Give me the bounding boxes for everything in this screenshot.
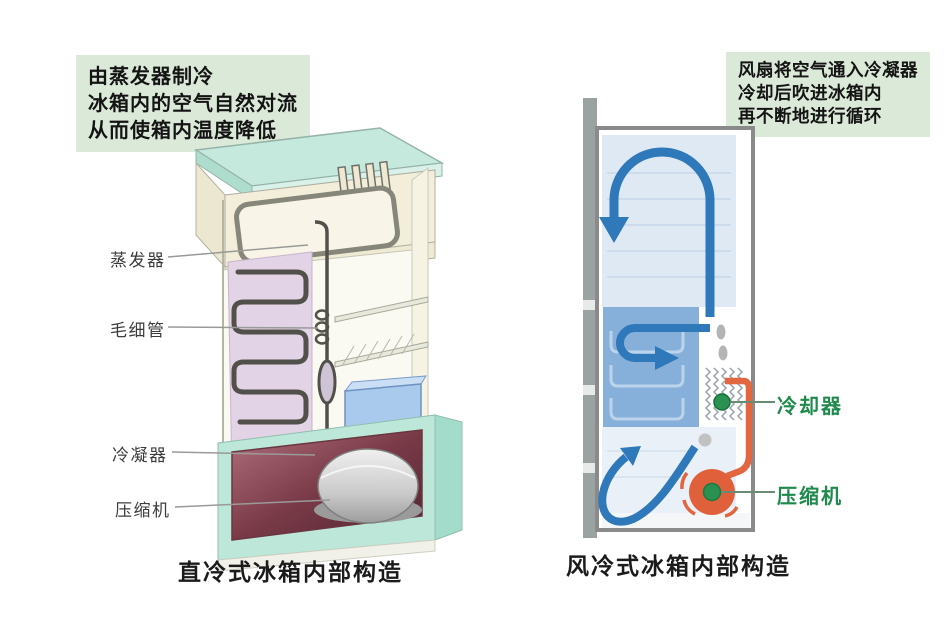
cooler-marker-dot	[713, 393, 731, 411]
caption-direct-cooling: 直冷式冰箱内部构造	[178, 560, 403, 586]
label-condenser: 冷凝器	[112, 446, 168, 466]
wire-shelf-lines	[341, 333, 415, 367]
leader-lines	[721, 401, 775, 493]
door-hinge-mark	[583, 385, 597, 395]
compressor-dome-seam	[320, 465, 416, 479]
note-line: 冰箱内的空气自然对流	[88, 91, 298, 115]
wire-shelf	[334, 341, 429, 368]
capillary-tube	[314, 220, 329, 498]
leader-lines	[167, 244, 331, 508]
airflow-arrow-middle	[616, 324, 710, 362]
airflow-arrow-top	[609, 147, 715, 317]
note-line: 冷却后吹进冰箱内	[738, 84, 882, 104]
direct-cooling-note: 由蒸发器制冷 冰箱内的空气自然对流 从而使箱内温度降低	[76, 55, 310, 152]
shelf	[334, 296, 429, 323]
duct-dot	[698, 433, 712, 447]
base-bottom-band	[217, 539, 436, 572]
evaporator-coil	[231, 269, 309, 425]
refrigerant-pipe	[725, 377, 753, 480]
airflow-arrowhead-top	[599, 217, 629, 243]
base-right-face	[434, 414, 463, 541]
note-line: 风扇将空气通入冷凝器	[738, 61, 918, 81]
door-hinge-mark	[583, 300, 597, 310]
label-cooler: 冷却器	[777, 394, 843, 418]
compressor-marker-dot	[702, 482, 722, 502]
airflow-arrow-bottom	[598, 444, 699, 526]
label-compressor-right: 压缩机	[777, 484, 843, 508]
label-compressor: 压缩机	[115, 501, 171, 521]
label-capillary: 毛细管	[110, 321, 166, 341]
fridge-door	[583, 98, 597, 538]
airflow-arrowhead-bottom	[620, 446, 641, 466]
fan-icon	[716, 324, 728, 361]
label-evaporator: 蒸发器	[110, 251, 166, 271]
compressor-dome	[317, 448, 419, 524]
door-hinge-mark	[583, 463, 597, 473]
capillary-coils	[314, 309, 330, 345]
evaporator-frame	[234, 185, 400, 265]
direct-cooling-fridge-illustration	[167, 127, 463, 572]
air-cooling-fridge-illustration	[583, 98, 775, 538]
caption-air-cooling: 风冷式冰箱内部构造	[566, 554, 791, 580]
note-line: 再不断地进行循环	[738, 107, 882, 127]
note-line: 从而使箱内温度降低	[88, 118, 277, 142]
drier-accumulator	[317, 359, 337, 405]
vibration-arcs	[680, 471, 739, 518]
freezer-shelf-outlines	[609, 331, 685, 421]
air-cooling-note: 风扇将空气通入冷凝器 冷却后吹进冰箱内 再不断地进行循环	[726, 52, 930, 137]
note-line: 由蒸发器制冷	[88, 64, 214, 88]
airflow-arrowhead-middle	[655, 346, 679, 370]
